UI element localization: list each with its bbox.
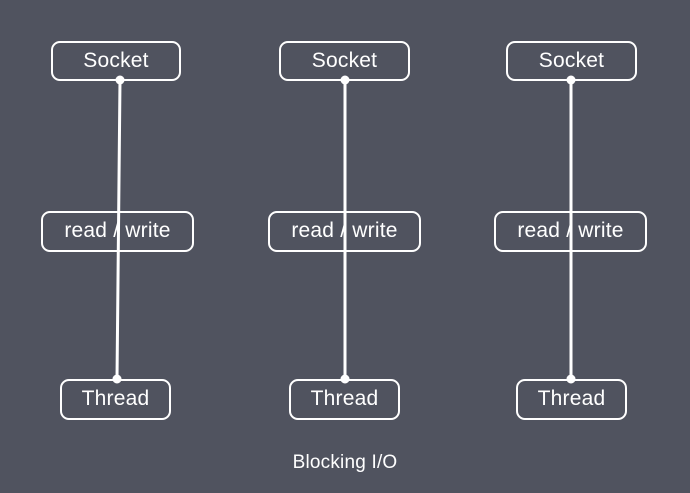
node-thread-label-column-1: Thread (81, 387, 150, 410)
node-thread-label-column-2: Thread (310, 387, 379, 410)
node-readwrite-column-1[interactable]: read / write (41, 211, 194, 252)
node-socket-label-column-2: Socket (311, 48, 378, 72)
node-thread-label-column-3: Thread (537, 387, 606, 410)
node-socket-label-column-1: Socket (83, 48, 149, 72)
node-readwrite-column-2[interactable]: read / write (268, 211, 421, 252)
node-readwrite-label-column-1: read / write (64, 219, 171, 242)
node-thread-column-3[interactable]: Thread (516, 379, 627, 420)
node-socket-column-1[interactable]: Socket (51, 41, 181, 81)
node-socket-column-2[interactable]: Socket (279, 41, 410, 81)
node-readwrite-column-3[interactable]: read / write (494, 211, 647, 252)
node-readwrite-label-column-2: read / write (291, 219, 398, 242)
node-thread-column-1[interactable]: Thread (60, 379, 171, 420)
node-readwrite-label-column-3: read / write (517, 219, 624, 242)
node-socket-column-3[interactable]: Socket (506, 41, 637, 81)
node-thread-column-2[interactable]: Thread (289, 379, 400, 420)
diagram-caption: Blocking I/O (292, 452, 398, 473)
node-socket-label-column-3: Socket (538, 48, 605, 72)
